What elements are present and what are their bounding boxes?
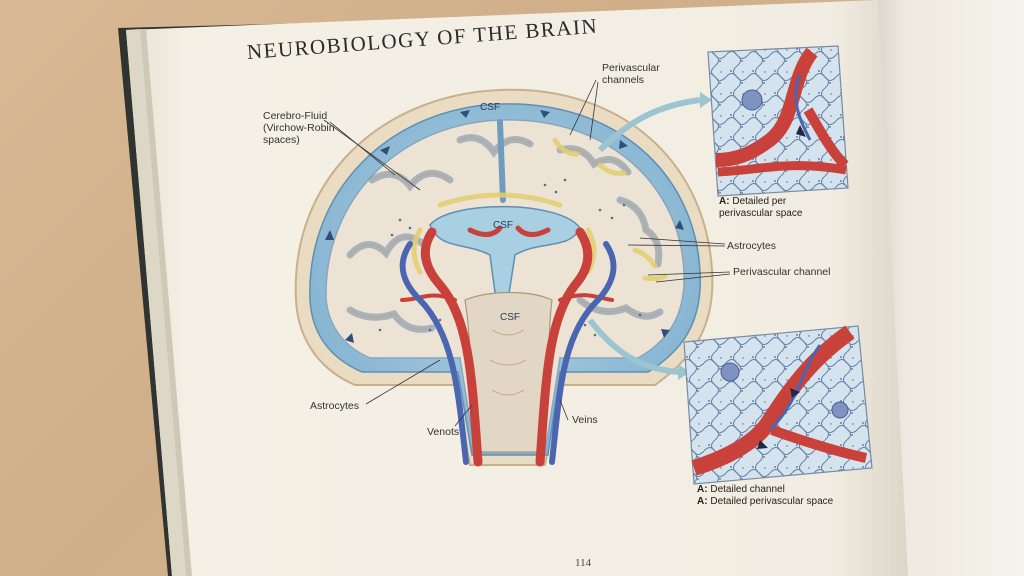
caption-prefix: A: (719, 196, 730, 207)
caption-prefix: A: (697, 496, 708, 507)
caption-prefix: A: (697, 484, 708, 495)
label-perivascular-channel-right: Perivascular channel (733, 266, 831, 278)
caption-line: Detailed channel (710, 484, 785, 495)
page-number: 114 (575, 557, 592, 569)
label-cerebro-fluid: Cerebro-Fluid (Virchow-Robin spaces) (263, 110, 335, 146)
label-csf-lower: CSF (500, 312, 520, 323)
label-perivascular-channels: Perivascular channels (602, 62, 660, 86)
caption-inset-top: A: Detailed per perivascular space (719, 196, 802, 220)
label-line: channels (602, 74, 645, 86)
caption-line: Detailed perivascular space (710, 496, 834, 507)
caption-line: Detailed per (732, 196, 787, 207)
caption-line: perivascular space (719, 208, 803, 219)
inset-top (707, 45, 849, 197)
label-astrocytes-left: Astrocytes (310, 400, 360, 412)
inset-bottom (683, 325, 873, 485)
caption-inset-bottom: A: Detailed channel A: Detailed perivasc… (697, 484, 833, 508)
label-csf-middle: CSF (493, 220, 513, 231)
label-line: Perivascular (602, 62, 660, 74)
label-line: spaces) (263, 134, 300, 146)
label-venots: Venots (427, 426, 460, 438)
label-csf-top: CSF (480, 102, 500, 113)
label-line: Cerebro-Fluid (263, 110, 328, 122)
label-veins: Veins (572, 414, 598, 426)
label-astrocytes-right: Astrocytes (727, 240, 777, 252)
label-line: (Virchow-Robin (263, 122, 335, 134)
